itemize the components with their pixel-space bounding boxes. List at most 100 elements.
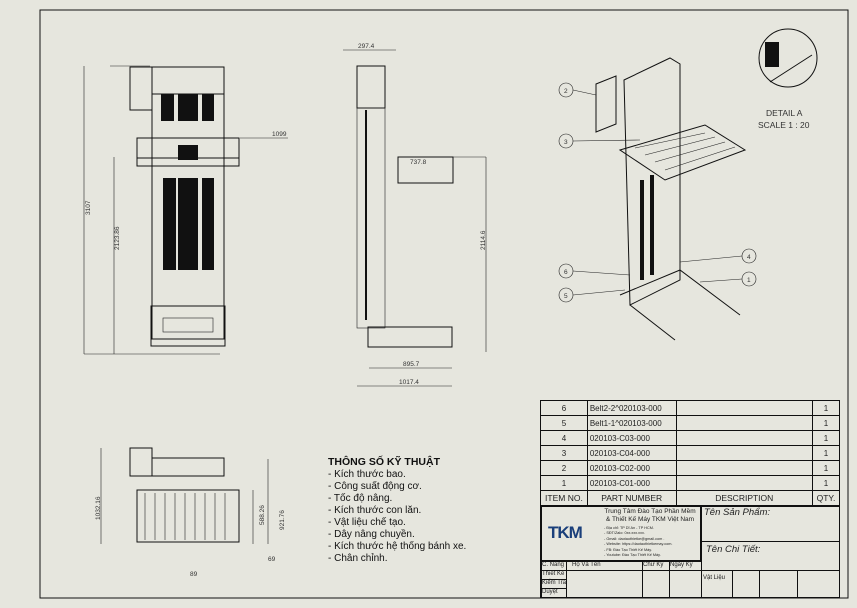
material-field bbox=[732, 570, 760, 598]
part-number: Belt2-2^020103-000 bbox=[586, 400, 677, 416]
balloon-6: 6 bbox=[564, 269, 568, 276]
material-label: Vật Liệu bbox=[703, 575, 726, 581]
spec-item: - Tốc độ nâng. bbox=[328, 493, 393, 504]
front-view: 3107 2123.86 1099 bbox=[83, 65, 288, 355]
part-number: 020103-C01-000 bbox=[586, 475, 677, 491]
col-sign: Chữ Ký bbox=[643, 562, 664, 568]
description bbox=[675, 445, 814, 461]
detail-scale: SCALE 1 : 20 bbox=[758, 120, 810, 130]
description bbox=[675, 460, 814, 476]
contact-line: - Gmail: daotaothietke@gmail.com . bbox=[604, 536, 665, 541]
qty: 1 bbox=[812, 475, 840, 491]
spec-item: - Kích thước hệ thống bánh xe. bbox=[328, 541, 467, 552]
description bbox=[675, 430, 814, 446]
spec-item: - Dây nâng chuyền. bbox=[328, 529, 415, 540]
col-role: C. Năng bbox=[542, 562, 565, 568]
balloon-4: 4 bbox=[747, 254, 751, 261]
part-number: 020103-C04-000 bbox=[586, 445, 677, 461]
col-date: Ngày Ký bbox=[670, 562, 693, 568]
spec-item: - Vật liệu chế tạo. bbox=[328, 517, 406, 528]
technical-specs: THÔNG SỐ KỸ THUẬT - Kích thước bao. - Cô… bbox=[328, 456, 466, 565]
detail-a: DETAIL A SCALE 1 : 20 bbox=[758, 28, 818, 130]
balloon-5: 5 bbox=[564, 293, 568, 300]
dim-lower-height: 2123.86 bbox=[114, 226, 121, 250]
item-no: 1 bbox=[540, 475, 588, 491]
dim-tray-height: 2114.6 bbox=[480, 230, 487, 250]
item-no: 3 bbox=[540, 445, 588, 461]
contact-line: - Youtube: Đào Tạo Thiết Kế Máy. bbox=[604, 553, 661, 558]
qty: 1 bbox=[812, 460, 840, 476]
description bbox=[675, 475, 814, 491]
sheet-border bbox=[39, 9, 849, 599]
blank-field bbox=[759, 570, 798, 598]
contact-line: - FB: Đào Tạo Thiết Kế Máy. bbox=[604, 547, 652, 552]
description bbox=[675, 400, 814, 416]
balloon-3: 3 bbox=[564, 139, 568, 146]
name-field bbox=[566, 570, 643, 598]
side-view: 297.4 737.8 2114.6 895.7 1017.4 bbox=[343, 43, 487, 387]
dim-overall-height: 3107 bbox=[85, 200, 92, 215]
qty: 1 bbox=[812, 415, 840, 431]
header-item: ITEM NO. bbox=[540, 490, 588, 506]
isometric-view bbox=[595, 57, 747, 341]
spec-item: - Kích thước con lăn. bbox=[328, 505, 422, 516]
dim-tray-width: 1099 bbox=[272, 131, 287, 138]
tkm-logo: TKM bbox=[548, 523, 583, 542]
part-name-label: Tên Chi Tiết: bbox=[706, 544, 761, 555]
dim-top-width: 297.4 bbox=[358, 43, 375, 50]
dim-top-overall: 1032.16 bbox=[95, 496, 102, 520]
dim-frame: 921.76 bbox=[279, 510, 286, 530]
specs-title: THÔNG SỐ KỸ THUẬT bbox=[328, 456, 440, 468]
balloon-2: 2 bbox=[564, 88, 568, 95]
item-no: 2 bbox=[540, 460, 588, 476]
item-no: 4 bbox=[540, 430, 588, 446]
dim-base-inner: 895.7 bbox=[403, 361, 420, 368]
spec-item: - Chân chỉnh. bbox=[328, 553, 388, 564]
company-box: TKM Trung Tâm Đào Tạo Phần Mềm & Thiết K… bbox=[541, 506, 701, 561]
contact-line: - Địa chỉ: TP Dĩ An - TP HCM. bbox=[604, 526, 654, 530]
spec-item: - Kích thước bao. bbox=[328, 469, 406, 480]
top-view: 1032.16 588.26 921.76 69 89 bbox=[95, 447, 286, 578]
dim-base-overall: 1017.4 bbox=[399, 379, 419, 386]
qty: 1 bbox=[812, 445, 840, 461]
role-design: Thiết Kế bbox=[542, 571, 565, 577]
part-number: Belt1-1^020103-000 bbox=[586, 415, 677, 431]
dim-tray-length: 737.8 bbox=[410, 159, 427, 166]
date-field bbox=[669, 570, 702, 598]
role-approve: Duyệt bbox=[542, 589, 558, 595]
balloons: 2 3 4 1 6 5 bbox=[558, 82, 757, 303]
company-line2: & Thiết Kế Máy TKM Việt Nam bbox=[605, 516, 695, 523]
header-part: PART NUMBER bbox=[586, 490, 677, 506]
dim-offset-a: 69 bbox=[268, 556, 276, 563]
dim-roller-span: 588.26 bbox=[259, 505, 266, 525]
item-no: 6 bbox=[540, 400, 588, 416]
product-name-label: Tên Sản Phẩm: bbox=[704, 507, 771, 518]
role-check: Kiểm Tra bbox=[542, 580, 567, 586]
blank-field bbox=[797, 570, 840, 598]
part-number: 020103-C03-000 bbox=[586, 430, 677, 446]
company-line1: Trung Tâm Đào Tạo Phần Mềm bbox=[604, 508, 696, 515]
item-no: 5 bbox=[540, 415, 588, 431]
qty: 1 bbox=[812, 400, 840, 416]
sign-field bbox=[642, 570, 670, 598]
contact-line: - Website: https://daotaothietkemay.com. bbox=[604, 542, 673, 547]
description bbox=[675, 415, 814, 431]
detail-title: DETAIL A bbox=[766, 108, 803, 118]
header-qty: QTY. bbox=[812, 490, 840, 506]
header-desc: DESCRIPTION bbox=[675, 490, 814, 506]
contact-line: - SĐT/Zalo: 0xx.xxx.xxx. bbox=[604, 531, 645, 536]
col-name: Họ Và Tên bbox=[572, 562, 601, 568]
title-block: TKM Trung Tâm Đào Tạo Phần Mềm & Thiết K… bbox=[540, 505, 840, 598]
part-number: 020103-C02-000 bbox=[586, 460, 677, 476]
spec-item: - Công suất động cơ. bbox=[328, 481, 422, 492]
dim-offset-b: 89 bbox=[190, 571, 198, 578]
qty: 1 bbox=[812, 430, 840, 446]
